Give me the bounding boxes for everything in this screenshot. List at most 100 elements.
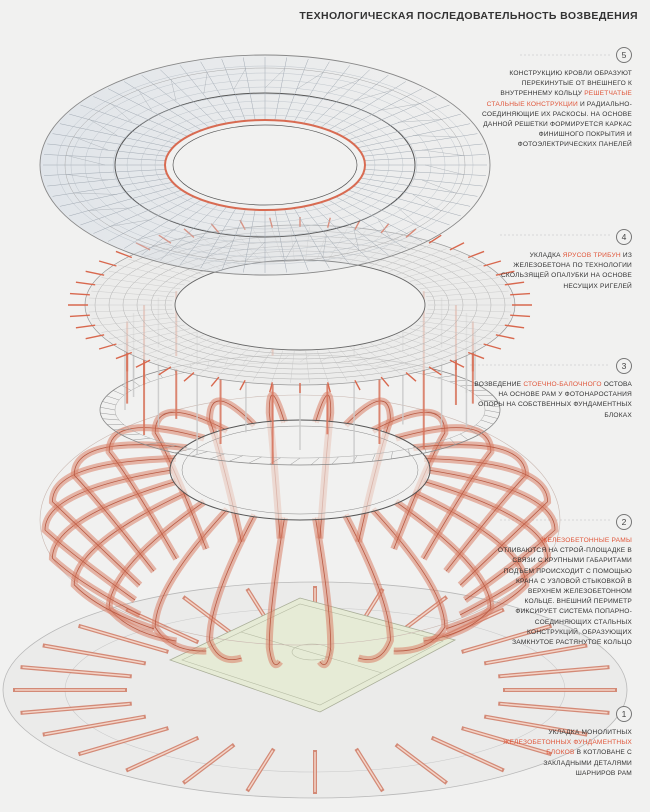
roof-truss bbox=[69, 185, 177, 217]
roof-brace bbox=[206, 240, 234, 258]
tier-beam bbox=[115, 351, 133, 360]
stand-radial bbox=[234, 348, 261, 380]
description-text: В КОТЛОВАНЕ С ЗАКЛАДНЫМИ ДЕТАЛЯМИ ШАРНИР… bbox=[543, 749, 632, 777]
roof-brace bbox=[110, 103, 133, 123]
stand-radial bbox=[108, 324, 185, 340]
tier-beam bbox=[69, 314, 90, 318]
tier-beam bbox=[504, 281, 525, 286]
roof-truss bbox=[293, 61, 330, 123]
roof-truss bbox=[320, 202, 389, 255]
stand-radial bbox=[252, 349, 272, 382]
concrete-frame-edge bbox=[315, 517, 332, 666]
roof-brace bbox=[377, 219, 392, 241]
stand-radial bbox=[153, 338, 212, 362]
roof-ring bbox=[70, 72, 460, 258]
roof-ring bbox=[84, 79, 446, 251]
roof-truss bbox=[243, 209, 256, 273]
foundation-block-edge bbox=[22, 703, 130, 714]
stand-radial bbox=[425, 313, 509, 320]
stand-radial bbox=[328, 349, 348, 382]
roof-brace bbox=[353, 228, 360, 251]
truss-member bbox=[144, 375, 151, 382]
roof-truss bbox=[93, 96, 188, 137]
truss-member bbox=[158, 445, 177, 450]
concrete-frame-edge bbox=[424, 458, 548, 586]
truss-member bbox=[480, 399, 498, 402]
foundation-block-edge bbox=[500, 666, 608, 677]
stand-radial bbox=[370, 343, 417, 371]
stand-radial bbox=[396, 335, 460, 357]
truss-member bbox=[390, 451, 393, 459]
roof-brace bbox=[264, 68, 286, 89]
roof-brace bbox=[233, 68, 246, 90]
tier-beam bbox=[269, 382, 274, 393]
roof-brace bbox=[65, 155, 106, 166]
roof-ring bbox=[154, 114, 376, 216]
roof-brace bbox=[284, 240, 297, 262]
stand-radial bbox=[425, 290, 509, 297]
roof-truss bbox=[200, 207, 237, 269]
roof-truss bbox=[342, 96, 437, 137]
description-text: УКЛАДКА МОНОЛИТНЫХ bbox=[548, 729, 632, 736]
step-1: 1 УКЛАДКА МОНОЛИТНЫХ ЖЕЛЕЗОБЕТОННЫХ ФУНД… bbox=[502, 704, 632, 779]
roof-brace bbox=[203, 72, 208, 94]
foundation-block-edge bbox=[486, 716, 586, 735]
foundation-block-edge bbox=[463, 625, 550, 653]
truss-member bbox=[102, 418, 120, 421]
highlight-text: СТОЕЧНО-БАЛОЧНОГО bbox=[523, 381, 602, 388]
highlight-text: ЖЕЛЕЗОБЕТОННЫХ ФУНДАМЕНТНЫХ БЛОКОВ bbox=[503, 739, 632, 757]
roof-truss bbox=[44, 169, 166, 176]
tier-beam bbox=[183, 372, 195, 382]
truss-member bbox=[100, 407, 116, 411]
diagram-title: ТЕХНОЛОГИЧЕСКАЯ ПОСЛЕДОВАТЕЛЬНОСТЬ ВОЗВЕ… bbox=[299, 10, 638, 22]
roof-truss bbox=[274, 57, 287, 121]
stand-radial bbox=[95, 284, 177, 293]
roof-truss bbox=[200, 61, 237, 123]
truss-member bbox=[371, 453, 376, 462]
tier-beam bbox=[449, 242, 465, 251]
tier-beam bbox=[467, 351, 485, 360]
roof-truss bbox=[348, 189, 450, 226]
highlight-text: ЖЕЛЕЗОБЕТОННЫЕ РАМЫ bbox=[541, 537, 632, 544]
roof-truss bbox=[80, 189, 182, 226]
tier-beam bbox=[510, 292, 531, 296]
truss-member bbox=[460, 384, 479, 387]
roof-truss bbox=[141, 75, 210, 128]
foundation-block-edge bbox=[80, 727, 167, 755]
roof-truss bbox=[124, 81, 202, 131]
tier-beam bbox=[428, 234, 442, 244]
roof-brace bbox=[65, 174, 109, 181]
concrete-frame-edge bbox=[52, 481, 176, 616]
concrete-frame-edge bbox=[154, 509, 228, 652]
description-text: И РАДИАЛЬНО-СОЕДИНЯЮЩИЕ ИХ РАСКОСЫ. НА О… bbox=[482, 100, 632, 149]
roof-truss bbox=[221, 58, 246, 121]
football-pitch bbox=[168, 597, 457, 713]
roof-truss bbox=[221, 209, 246, 272]
truss-member bbox=[209, 453, 225, 460]
tier-beam bbox=[380, 376, 390, 387]
roof-truss bbox=[328, 81, 406, 131]
tier-beam bbox=[405, 372, 417, 382]
roof-brace bbox=[397, 207, 420, 227]
foundation-block-edge bbox=[356, 750, 383, 790]
truss-member bbox=[100, 412, 117, 416]
stand-radial bbox=[409, 328, 483, 346]
stand-radial bbox=[91, 290, 175, 297]
step-2: 2 ЖЕЛЕЗОБЕТОННЫЕ РАМЫ ОТЛИВАЮТСЯ НА СТРО… bbox=[497, 512, 632, 648]
foundation-block-edge bbox=[463, 727, 550, 755]
truss-member bbox=[106, 395, 120, 401]
roof-truss bbox=[284, 209, 309, 272]
step-number: 5 bbox=[616, 47, 632, 63]
stand-radial bbox=[388, 248, 447, 272]
stand-radial bbox=[423, 317, 505, 326]
truss-member bbox=[475, 424, 487, 430]
roof-truss bbox=[69, 113, 177, 145]
stand-radial bbox=[91, 313, 175, 320]
stand-radial bbox=[128, 331, 197, 352]
roof-brace bbox=[412, 135, 457, 138]
truss-member bbox=[228, 455, 243, 462]
roof-truss bbox=[160, 204, 219, 261]
roof-truss bbox=[303, 65, 351, 124]
stand-radial bbox=[415, 324, 492, 340]
